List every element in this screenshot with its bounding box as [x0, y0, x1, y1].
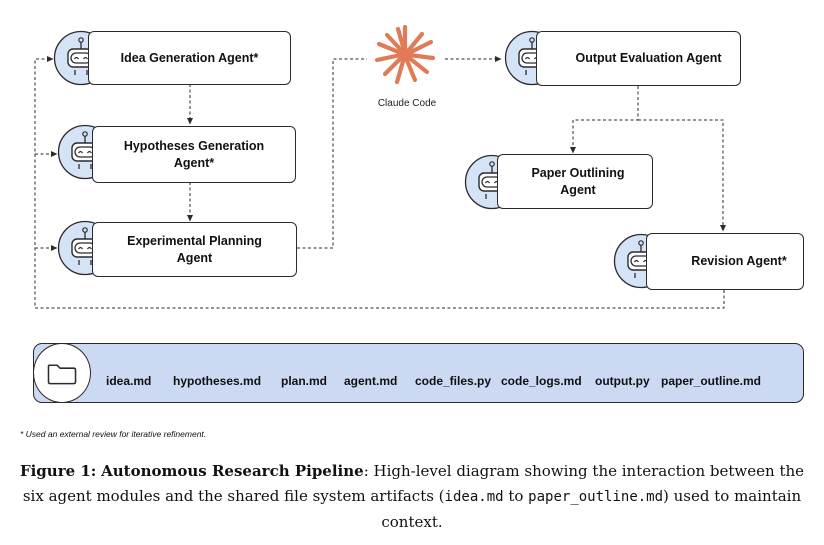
revision-agent: Revision Agent*: [646, 233, 804, 290]
hypotheses-generation-agent: Hypotheses Generation Agent*: [92, 126, 296, 183]
file-item: hypotheses.md: [173, 374, 262, 388]
arrow-evaluation-to-outlining: [569, 86, 639, 154]
output-evaluation-agent: Output Evaluation Agent: [536, 31, 741, 86]
shared-file-system: [33, 343, 804, 403]
agent-label: Paper Outlining Agent: [531, 165, 625, 197]
agent-label: Revision Agent*: [691, 254, 787, 268]
file-item: idea.md: [106, 374, 152, 388]
footnote: * Used an external review for iterative …: [20, 429, 207, 439]
file-item: paper_outline.md: [661, 374, 762, 388]
caption-title: Autonomous Research Pipeline: [101, 462, 364, 480]
claude-starburst-icon: [374, 24, 436, 85]
paper-outlining-agent: Paper Outlining Agent: [497, 154, 653, 209]
caption-text: : High-level diagram showing the interac…: [22, 462, 805, 505]
folder-icon: [47, 364, 77, 385]
caption-code: idea.md: [444, 489, 504, 505]
file-item: code_files.py: [415, 374, 492, 388]
file-item: code_logs.md: [501, 374, 582, 388]
folder-icon-circle: [33, 343, 91, 403]
agent-label: Output Evaluation Agent: [575, 51, 722, 65]
file-item: output.py: [595, 374, 650, 388]
experimental-planning-agent: Experimental Planning Agent: [92, 222, 297, 277]
agent-label: Hypotheses Generation Agent*: [123, 138, 265, 170]
figure-caption: Figure 1: Autonomous Research Pipeline: …: [14, 459, 810, 535]
caption-figure-label: Figure 1:: [19, 462, 97, 480]
claude-code-label: Claude Code: [377, 98, 437, 109]
caption-code: paper_outline.md: [528, 489, 664, 505]
caption-text: ) used to maintain context.: [381, 487, 802, 531]
caption-text: to: [503, 487, 529, 505]
agent-label: Idea Generation Agent*: [120, 50, 259, 65]
agent-label: Experimental Planning Agent: [127, 233, 262, 265]
arrow-feedback-loop: [34, 55, 725, 309]
file-item: agent.md: [344, 374, 398, 388]
arrow-planning-to-evaluation: [297, 59, 501, 249]
arrow-evaluation-to-revision: [638, 119, 727, 232]
idea-generation-agent: Idea Generation Agent*: [88, 31, 291, 85]
file-item: plan.md: [281, 374, 328, 388]
